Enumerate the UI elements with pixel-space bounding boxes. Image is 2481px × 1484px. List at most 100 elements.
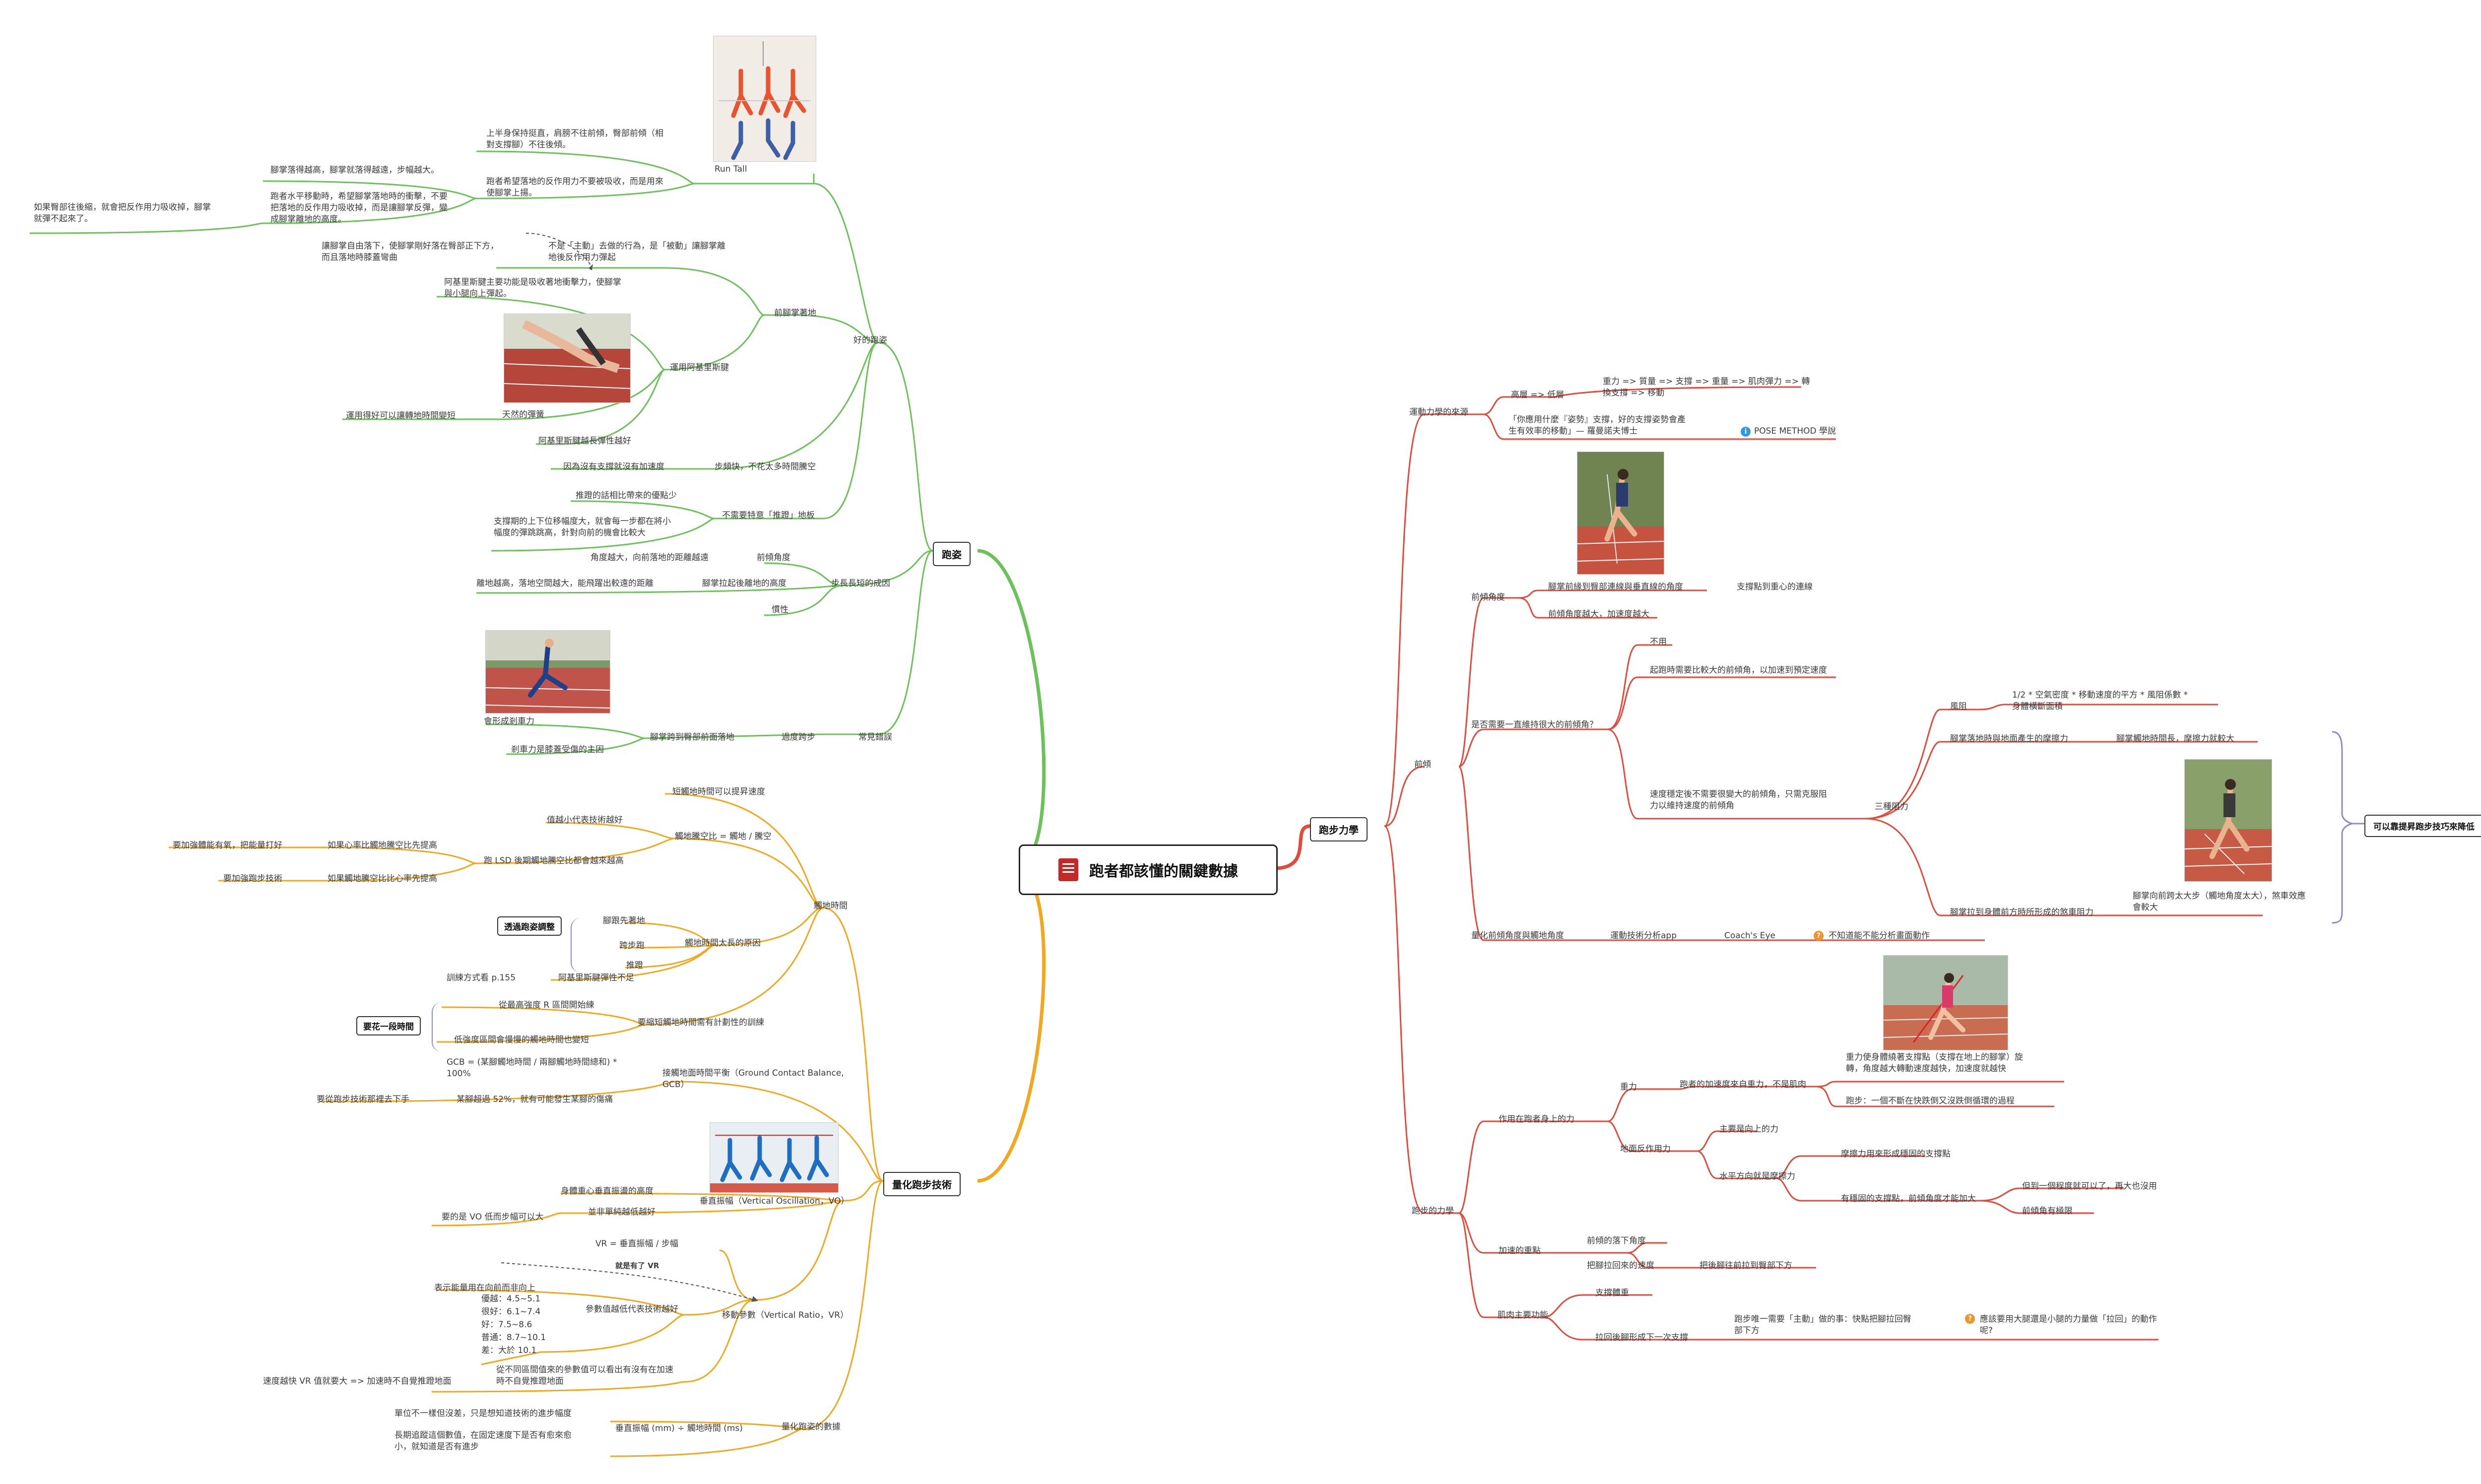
- topic-use-achilles[interactable]: 運用阿基里斯腱: [670, 363, 729, 373]
- topic-forefoot[interactable]: 前腳掌著地: [774, 308, 816, 318]
- technique-note[interactable]: 要加強跑步技術: [223, 874, 282, 884]
- quick-feet-note[interactable]: 腳掌落得越高，腳掌就落得越遠，步幅越大。: [270, 165, 439, 175]
- hip-back-note[interactable]: 如果臀部往後縮，就會把反作用力吸收掉，腳掌 就彈不起來了。: [34, 202, 211, 224]
- achilles-note[interactable]: 阿基里斯腱主要功能是吸收著地衝擊力，使腳掌 與小腿向上彈起。: [444, 277, 621, 299]
- after-speed[interactable]: 速度穩定後不需要很變大的前傾角，只需克服阻 力以維持速度的前傾角: [1650, 789, 1827, 811]
- cardio-weak-note[interactable]: 要加強體能有氧，把能量打好: [173, 840, 282, 850]
- longer-tendon-note[interactable]: 阿基里斯腱越長彈性越好: [538, 436, 631, 446]
- three-resist[interactable]: 三種阻力: [1875, 802, 1908, 812]
- shorter-steps-note[interactable]: 推蹬的話相比帶來的優點少: [576, 491, 677, 501]
- topic-common-error[interactable]: 常見錯誤: [858, 732, 892, 742]
- topic-no-bounce[interactable]: 不需要特意「推蹬」地板: [722, 511, 815, 520]
- hr-rise-note[interactable]: 如果心率比觸地騰空比先提高: [327, 840, 437, 850]
- gravity-desc[interactable]: 跑者的加速度來自重力，不是肌肉: [1680, 1080, 1806, 1090]
- friction-support[interactable]: 摩擦力用來形成穩固的支撐點: [1841, 1149, 1951, 1159]
- gct-ratio-label[interactable]: 觸地騰空比 = 觸地 / 騰空: [675, 832, 772, 841]
- braking-note[interactable]: 會形成剎車力: [484, 716, 534, 726]
- height-desc[interactable]: 離地越高，落地空間越大，能飛躍出較遠的距離: [476, 579, 653, 588]
- vertical-note[interactable]: 支撐期的上下位移幅度大，就會每一步都在將小 幅度的彈跳跳高，針對向前的機會比較大: [494, 516, 671, 538]
- from-low-note[interactable]: 從最高強度 R 區間開始練: [499, 1000, 594, 1010]
- gravity-label[interactable]: 重力: [1620, 1082, 1637, 1092]
- heel-strike-note[interactable]: 腳掌跨到臀部前面落地: [650, 732, 734, 742]
- vo-label[interactable]: 垂直振幅（Vertical Oscillation，VO）: [700, 1196, 849, 1206]
- vr-levels[interactable]: 優越：4.5~5.1 很好：6.1~7.4 好：7.5~8.6 普通：8.7~1…: [481, 1294, 546, 1355]
- low-change-note[interactable]: 低強度區間會慢慢的觸地時間也變短: [454, 1035, 589, 1045]
- pull-faster[interactable]: 把腳拉回來的速度: [1587, 1261, 1654, 1271]
- lean-def[interactable]: 腳掌前緣到臀部連線與垂直線的角度: [1548, 582, 1683, 592]
- main-up[interactable]: 主要是向上的力: [1719, 1124, 1778, 1134]
- horizontal-friction[interactable]: 水平方向就是摩擦力: [1719, 1171, 1795, 1181]
- dashed-note[interactable]: 不是「主動」去做的行為，是「被動」讓腳掌離 地後反作用力彈起: [548, 241, 725, 262]
- no-answer[interactable]: 不用: [1650, 637, 1667, 647]
- muscle-function[interactable]: 肌肉主要功能: [1498, 1310, 1548, 1320]
- coach-eye[interactable]: Coach's Eye: [1724, 931, 1776, 941]
- pull-back-note[interactable]: 把後腳往前拉到臀部下方: [1699, 1261, 1792, 1271]
- need-time-box[interactable]: 要花一段時間: [356, 1016, 421, 1035]
- injury-note[interactable]: 剎車力是膝蓋受傷的主因: [511, 745, 604, 755]
- wind-formula[interactable]: 1/2 * 空氣密度 * 移動速度的平方 * 風阻係數 * 身體橫斷面積: [2012, 690, 2188, 711]
- horizontal-note[interactable]: 跑者水平移動時，希望腳掌落地時的衝擊，不要 把落地的反作用力吸收掉，而是讓腳掌反…: [270, 192, 448, 224]
- gravity-note[interactable]: 重力使身體繞著支撐點（支撐在地上的腳掌）旋 轉，角度越大轉動速度越快，加速度就越…: [1846, 1052, 2023, 1074]
- posture-adjust-box[interactable]: 透過跑姿調整: [497, 916, 562, 936]
- lean-angle-label[interactable]: 前傾角度: [757, 553, 790, 563]
- chain-note[interactable]: 重力 => 質量 => 支撐 => 重量 => 肌肉彈力 => 轉 換支撐 =>…: [1603, 377, 1810, 398]
- upper-body-note[interactable]: 上半身保持挺直，肩膀不往前傾，臀部前傾（相 對支撐腳）不往後傾。: [486, 129, 663, 150]
- topic-sources[interactable]: 運動力學的來源: [1409, 407, 1468, 417]
- pose-method[interactable]: POSE METHOD 學說: [1754, 426, 1836, 436]
- pull-foot[interactable]: 拉回後腳形成下一次支撐: [1595, 1333, 1688, 1343]
- long-gct-cause[interactable]: 觸地時間太長的原因: [685, 938, 761, 948]
- warning-icon[interactable]: ?: [1965, 1314, 1975, 1324]
- lean-limit[interactable]: 前傾角有極限: [2022, 1206, 2073, 1216]
- info-icon[interactable]: i: [1741, 427, 1751, 437]
- friction-desc[interactable]: 腳掌觸地時間長，摩擦力就較大: [2116, 734, 2234, 744]
- vr-param[interactable]: 參數值越低代表技術越好: [586, 1304, 678, 1314]
- topic-forces[interactable]: 跑步的力學: [1412, 1206, 1454, 1216]
- lean-angle-topic[interactable]: 前傾角度: [1471, 592, 1505, 602]
- accel-key[interactable]: 加速的重點: [1499, 1246, 1541, 1256]
- cadence-note[interactable]: 步頻快，不花太多時間騰空: [715, 462, 816, 472]
- start-tech-note[interactable]: 要從跑步技術那裡去下手: [317, 1095, 409, 1104]
- vo-desc-3[interactable]: 要的是 VO 低而步幅可以大: [442, 1212, 544, 1222]
- lsd-note[interactable]: 跑 LSD 後期觸地騰空比都會越來越高: [484, 856, 624, 866]
- stable-support[interactable]: 有穩固的支撐點，前傾角度才能加大: [1841, 1194, 1976, 1204]
- cause-heel[interactable]: 腳跟先著地: [603, 916, 645, 926]
- run-fall-note[interactable]: 跑步：一個不斷在快跌倒又沒跌倒循環的過程: [1846, 1096, 2015, 1106]
- app-label[interactable]: 運動技術分析app: [1610, 931, 1677, 941]
- because-support-note[interactable]: 因為沒有支撐就沒有加速度: [563, 462, 664, 472]
- topic-good-posture[interactable]: 好的跑姿: [853, 335, 887, 345]
- inertia-label[interactable]: 慣性: [772, 605, 788, 615]
- vr-fast[interactable]: 速度越快 VR 值就要大 => 加速時不自覺推蹬地面: [263, 1376, 452, 1386]
- cause-overstride[interactable]: 跨步跑: [619, 941, 645, 951]
- vr-label[interactable]: 移動參數（Vertical Ratio，VR）: [722, 1310, 849, 1320]
- fall-below-note[interactable]: 讓腳掌自由落下，使腳掌剛好落在臀部正下方， 而且落地時膝蓋彎曲: [322, 241, 499, 262]
- on-runner[interactable]: 作用在跑者身上的力: [1499, 1114, 1574, 1124]
- ground-reaction[interactable]: 地面反作用力: [1620, 1144, 1671, 1154]
- topic-stride-factors[interactable]: 步長長短的成因: [831, 579, 890, 588]
- gcb-52-note[interactable]: 某腳超過 52%，就有可能發生某腳的傷痛: [457, 1095, 613, 1104]
- warning-icon[interactable]: ?: [1814, 931, 1824, 941]
- branch-quant[interactable]: 量化跑步技術: [883, 1172, 961, 1196]
- short-gct-note[interactable]: 短觸地時間可以提昇速度: [672, 787, 765, 797]
- support-center[interactable]: 支撐點到重心的連線: [1737, 582, 1813, 592]
- wind-label[interactable]: 風阻: [1950, 702, 1967, 711]
- friction-label[interactable]: 腳掌落地時與地面產生的摩擦力: [1950, 734, 2068, 744]
- pull-angle-label[interactable]: 腳掌拉到身體前方時所形成的煞車阻力: [1950, 907, 2093, 917]
- topic-lean[interactable]: 前傾: [1414, 760, 1431, 770]
- achilles-weak[interactable]: 阿基里斯腱彈性不足: [558, 973, 634, 983]
- vo-desc-2[interactable]: 並非單純越低越好: [588, 1207, 655, 1217]
- knee-note[interactable]: 跑者希望落地的反作用力不要被吸收，而是用來 使腳掌上揚。: [486, 177, 663, 198]
- vr-enough[interactable]: 就是有了 VR: [615, 1261, 659, 1270]
- root-topic[interactable]: 跑者都該懂的關鍵數據: [1019, 844, 1278, 895]
- unclear-note[interactable]: 不知道能不能分析畫面動作: [1828, 931, 1930, 941]
- vr-meaning[interactable]: 表示能量用在向前而非向上: [434, 1283, 535, 1293]
- question-note[interactable]: 應該要用大腿還是小腿的力量做「拉回」的動作 呢?: [1980, 1314, 2157, 1336]
- long-term-note[interactable]: 長期追蹤這個數值，在固定速度下是否有愈來愈 小，就知道是否有進步: [394, 1430, 572, 1452]
- gcb-label[interactable]: 接觸地面時間平衡（Ground Contact Balance, GCB）: [662, 1068, 844, 1090]
- vo-ms-formula[interactable]: 垂直振幅 (mm) ÷ 觸地時間 (ms): [615, 1423, 743, 1433]
- shorten-note[interactable]: 要縮短觸地時間需有計劃性的訓練: [638, 1018, 764, 1028]
- hl-label[interactable]: 高層 => 低層: [1511, 390, 1565, 400]
- branch-posture[interactable]: 跑姿: [933, 542, 971, 566]
- ratio-rise-note[interactable]: 如果觸地騰空比比心率先提高: [327, 874, 437, 884]
- quant-lean[interactable]: 量化前傾角度與觸地角度: [1471, 931, 1564, 941]
- enough-note[interactable]: 但到一個程度就可以了，再大也沒用: [2022, 1181, 2157, 1191]
